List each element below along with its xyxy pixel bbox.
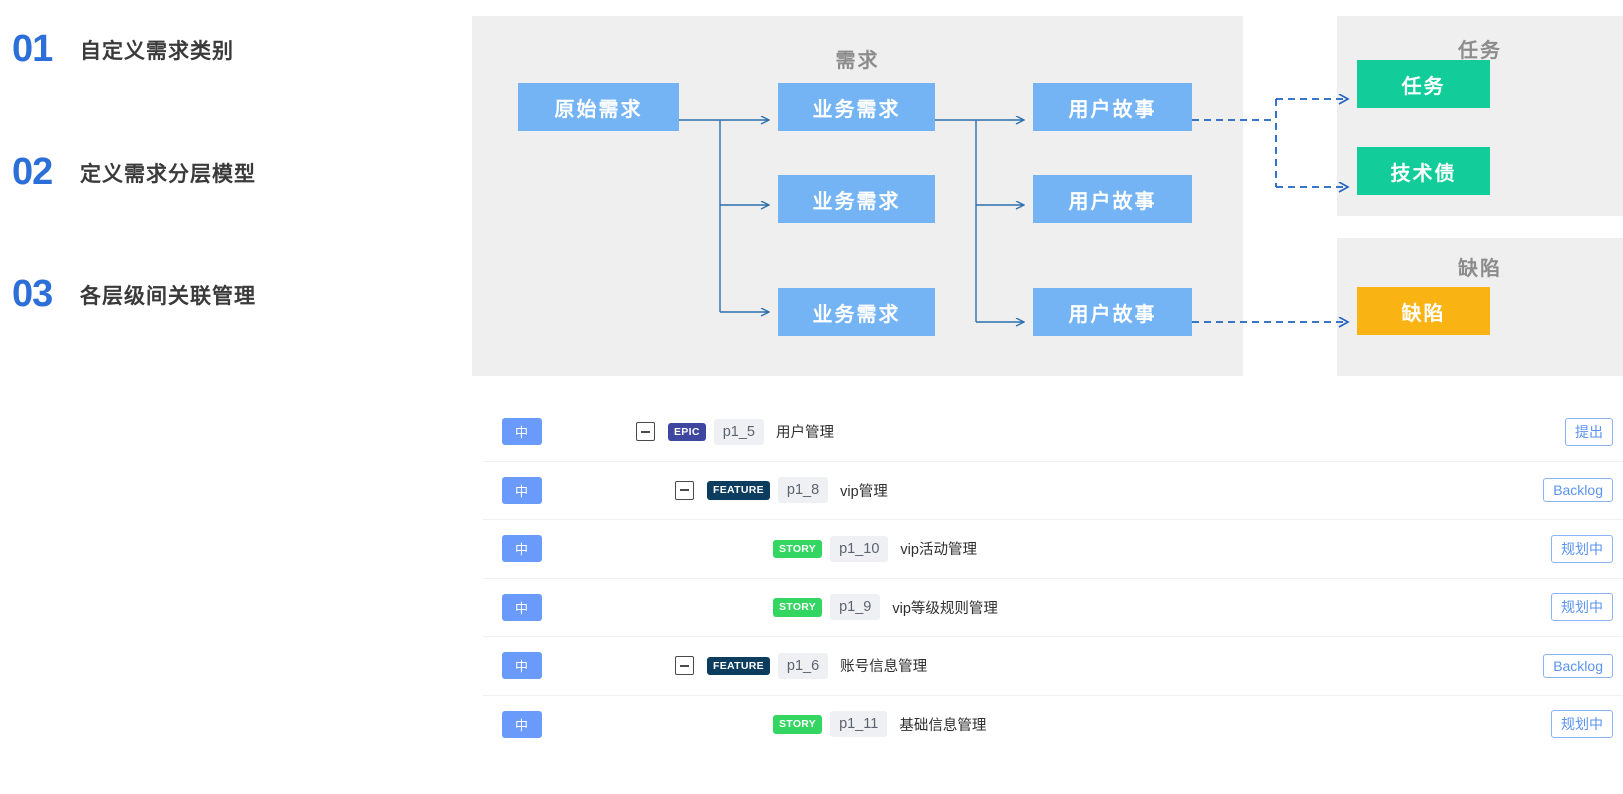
type-badge: FEATURE [707,656,770,675]
item-code-badge: p1_5 [713,418,764,445]
status-cell: 规划中 [1551,534,1613,563]
table-row[interactable]: 中 STORY p1_11 基础信息管理 规划中 [483,696,1623,754]
collapse-minus-icon[interactable] [636,422,655,442]
status-badge[interactable]: Backlog [1543,653,1613,678]
node-defect[interactable]: 缺陷 [1357,287,1490,335]
step-number: 02 [12,151,53,193]
status-badge[interactable]: 提出 [1565,417,1613,446]
status-cell: 提出 [1565,417,1613,446]
step-number: 03 [12,273,53,315]
type-badge: STORY [773,598,823,617]
table-row[interactable]: 中 FEATURE p1_6 账号信息管理 Backlog [483,637,1623,696]
item-cell: EPIC p1_5 用户管理 [636,418,834,445]
requirement-panel-title: 需求 [835,50,880,72]
table-row[interactable]: 中 EPIC p1_5 用户管理 提出 [483,403,1623,462]
item-title[interactable]: vip等级规则管理 [892,600,998,617]
priority-badge[interactable]: 中 [502,710,543,738]
priority-cell: 中 [502,710,543,738]
collapse-minus-icon[interactable] [675,656,694,676]
priority-cell: 中 [502,535,543,563]
item-title[interactable]: vip管理 [840,483,888,500]
status-badge[interactable]: Backlog [1543,478,1613,503]
item-code-badge: p1_6 [777,652,829,679]
node-business-requirement-1[interactable]: 业务需求 [778,83,935,131]
step-list: 01 自定义需求类别 02 定义需求分层模型 03 各层级间关联管理 [0,0,460,380]
node-tech-debt[interactable]: 技术债 [1357,147,1490,195]
node-user-story-2[interactable]: 用户故事 [1033,175,1192,223]
node-business-requirement-3[interactable]: 业务需求 [778,288,935,336]
priority-cell: 中 [502,652,543,680]
status-badge[interactable]: 规划中 [1551,534,1613,563]
priority-cell: 中 [502,418,543,446]
priority-cell: 中 [502,476,543,504]
type-badge: EPIC [668,422,706,441]
node-user-story-3[interactable]: 用户故事 [1033,288,1192,336]
item-title[interactable]: vip活动管理 [900,542,977,559]
item-cell: STORY p1_10 vip活动管理 [773,535,977,562]
step-item-3: 03 各层级间关联管理 [12,273,256,316]
priority-cell: 中 [502,593,543,621]
item-code-badge: p1_8 [777,477,829,504]
item-cell: FEATURE p1_6 账号信息管理 [675,652,928,679]
item-cell: FEATURE p1_8 vip管理 [675,477,888,504]
status-cell: Backlog [1543,653,1613,678]
priority-badge[interactable]: 中 [502,593,543,621]
status-cell: 规划中 [1551,710,1613,739]
defect-panel-title: 缺陷 [1458,258,1502,280]
item-code-badge: p1_9 [830,594,881,621]
priority-badge[interactable]: 中 [502,535,543,563]
step-label: 定义需求分层模型 [80,162,256,186]
priority-badge[interactable]: 中 [502,418,543,446]
item-code-badge: p1_10 [830,535,889,562]
status-cell: 规划中 [1551,593,1613,622]
step-item-2: 02 定义需求分层模型 [12,151,256,194]
type-badge: STORY [773,539,823,558]
status-badge[interactable]: 规划中 [1551,593,1613,622]
step-label: 自定义需求类别 [80,39,234,63]
priority-badge[interactable]: 中 [502,476,543,504]
item-title[interactable]: 基础信息管理 [899,717,987,734]
node-user-story-1[interactable]: 用户故事 [1033,83,1192,131]
type-badge: STORY [773,715,823,734]
step-number: 01 [12,28,53,70]
task-panel-title: 任务 [1458,40,1502,62]
step-item-1: 01 自定义需求类别 [12,28,234,71]
type-badge: FEATURE [707,481,770,500]
step-label: 各层级间关联管理 [80,284,256,308]
node-task[interactable]: 任务 [1357,60,1490,108]
table-row[interactable]: 中 FEATURE p1_8 vip管理 Backlog [483,462,1623,520]
table-row[interactable]: 中 STORY p1_9 vip等级规则管理 规划中 [483,579,1623,637]
item-cell: STORY p1_9 vip等级规则管理 [773,594,998,621]
node-original-requirement[interactable]: 原始需求 [518,83,679,131]
priority-badge[interactable]: 中 [502,652,543,680]
status-cell: Backlog [1543,478,1613,503]
collapse-minus-icon[interactable] [675,480,694,500]
table-row[interactable]: 中 STORY p1_10 vip活动管理 规划中 [483,520,1623,579]
status-badge[interactable]: 规划中 [1551,710,1613,739]
item-title[interactable]: 用户管理 [775,425,834,442]
node-business-requirement-2[interactable]: 业务需求 [778,175,935,223]
item-title[interactable]: 账号信息管理 [840,659,928,676]
requirement-hierarchy-diagram: 需求 任务 缺陷 [0,0,1623,395]
item-code-badge: p1_11 [830,711,888,738]
item-cell: STORY p1_11 基础信息管理 [773,711,987,738]
